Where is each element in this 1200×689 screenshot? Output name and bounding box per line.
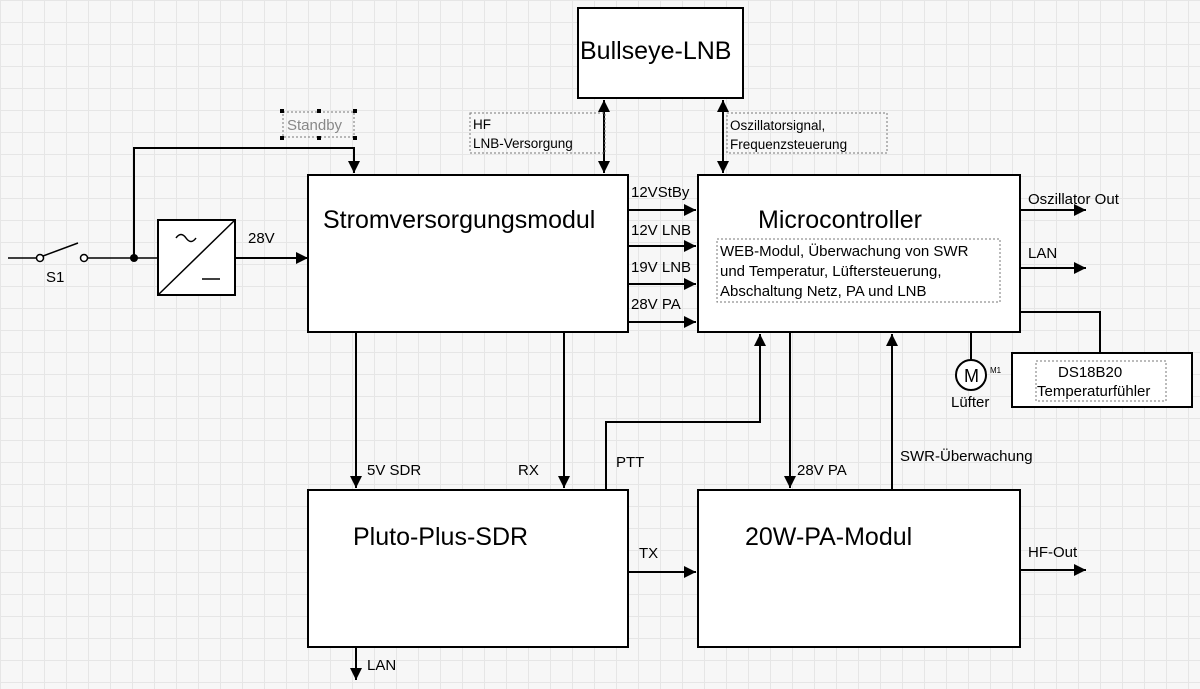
microcontroller-block: Microcontroller WEB-Modul, Überwachung v… xyxy=(697,174,1021,333)
signal-5v-sdr: 5V SDR xyxy=(367,462,421,479)
signal-swr: SWR-Überwachung xyxy=(900,447,1033,465)
signal-hf-out: HF-Out xyxy=(1028,544,1078,561)
lnb-block: Bullseye-LNB xyxy=(577,7,744,99)
motor-icon xyxy=(955,359,987,391)
pa-block: 20W-PA-Modul xyxy=(697,489,1021,648)
motor-symbol: M xyxy=(964,366,979,386)
lnb-title: Bullseye-LNB xyxy=(580,37,731,65)
rail-12v-lnb: 12V LNB xyxy=(631,222,691,239)
ac-dc-converter xyxy=(157,219,236,296)
rail-28v-pa: 28V PA xyxy=(631,296,681,313)
switch-label: S1 xyxy=(46,269,64,286)
standby-label: Standby xyxy=(287,117,343,134)
signal-hf: HF xyxy=(473,117,491,132)
signal-28v: 28V xyxy=(248,230,275,247)
mcu-desc-line-1: WEB-Modul, Überwachung von SWR xyxy=(720,242,969,260)
fan-motor: M M1 Lüfter xyxy=(951,359,1002,411)
signal-freq-ctrl: Frequenzsteuerung xyxy=(730,137,847,152)
fan-label: Lüfter xyxy=(951,394,989,411)
signal-lan-sdr: LAN xyxy=(367,657,396,674)
power-supply-block: Stromversorgungsmodul xyxy=(307,174,629,333)
signal-lnb-supply: LNB-Versorgung xyxy=(473,136,573,151)
standby-box: Standby xyxy=(280,109,357,140)
mcu-desc-line-3: Abschaltung Netz, PA und LNB xyxy=(720,283,927,300)
mcu-desc-line-2: und Temperatur, Lüftersteuerung, xyxy=(720,263,942,280)
signal-rx: RX xyxy=(518,462,539,479)
signal-28v-pa: 28V PA xyxy=(797,462,847,479)
sdr-block: Pluto-Plus-SDR xyxy=(307,489,629,648)
sensor-desc: Temperaturfühler xyxy=(1037,383,1150,400)
microcontroller-title: Microcontroller xyxy=(758,206,922,234)
signal-lan-mcu: LAN xyxy=(1028,245,1057,262)
sensor-name: DS18B20 xyxy=(1058,364,1122,381)
ac-symbol-icon xyxy=(175,233,197,243)
signal-osc-out: Oszillator Out xyxy=(1028,191,1120,208)
motor-ref: M1 xyxy=(990,366,1002,375)
rail-12vstby: 12VStBy xyxy=(631,184,690,201)
pa-title: 20W-PA-Modul xyxy=(745,523,912,551)
rail-19v-lnb: 19V LNB xyxy=(631,259,691,276)
signal-ptt: PTT xyxy=(616,454,644,471)
mains-switch xyxy=(8,242,158,263)
power-supply-title: Stromversorgungsmodul xyxy=(323,206,595,234)
sdr-title: Pluto-Plus-SDR xyxy=(353,523,528,551)
temperature-sensor: DS18B20 Temperaturfühler xyxy=(1011,352,1193,408)
signal-tx: TX xyxy=(639,545,658,562)
signal-osc: Oszillatorsignal, xyxy=(730,118,825,133)
